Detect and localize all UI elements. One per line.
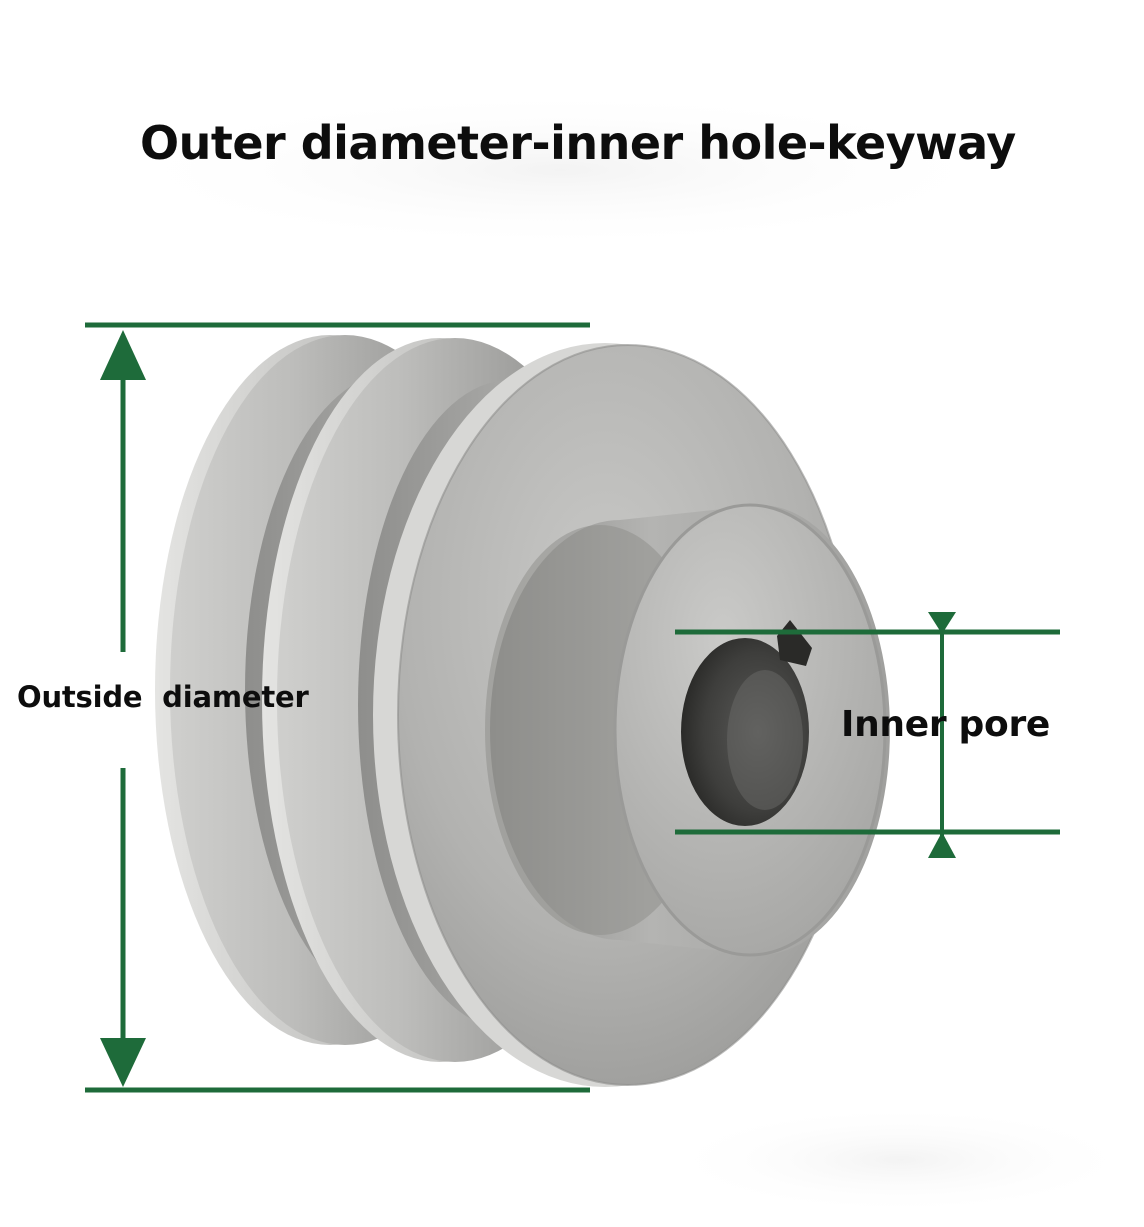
page-title: Outer diameter-inner hole-keyway xyxy=(140,116,1016,170)
outside-diameter-label: Outside diameter xyxy=(17,680,309,714)
outer-diameter-dimension xyxy=(85,322,590,1093)
arrow-down-icon xyxy=(928,612,956,634)
title-backdrop xyxy=(100,90,1020,250)
bore-inner-highlight xyxy=(727,670,803,810)
hub-face-edge xyxy=(613,503,887,957)
arrow-up-icon xyxy=(100,330,146,380)
inner-pore-dimension xyxy=(675,612,1060,858)
arrow-down-icon xyxy=(100,1038,146,1087)
inner-pore-label: Inner pore xyxy=(841,704,1051,745)
arrow-up-icon xyxy=(928,832,956,858)
pulley xyxy=(155,335,890,1087)
floor-shadow xyxy=(660,1105,1140,1215)
